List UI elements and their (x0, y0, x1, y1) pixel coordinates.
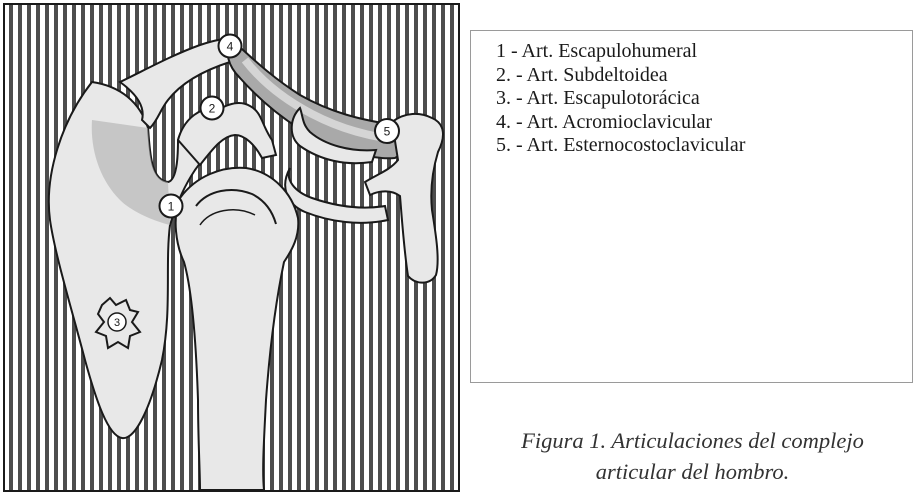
figure-caption: Figura 1. Articulaciones del complejo ar… (470, 425, 915, 487)
joint-marker-3: 3 (108, 313, 126, 331)
svg-text:1: 1 (168, 200, 175, 214)
caption-line-2: articular del hombro. (470, 456, 915, 487)
svg-text:3: 3 (114, 317, 120, 329)
legend-item-subdeltoidea: 2. - Art. Subdeltoidea (496, 64, 745, 88)
legend-box: 1 - Art. Escapulohumeral 2. - Art. Subde… (470, 30, 913, 383)
legend-item-esternocostoclavicular: 5. - Art. Esternocostoclavicular (496, 134, 745, 158)
legend-item-acromioclavicular: 4. - Art. Acromioclavicular (496, 111, 745, 135)
joint-marker-1: 1 (160, 195, 183, 218)
svg-text:4: 4 (227, 40, 234, 54)
joint-marker-4: 4 (219, 35, 242, 58)
joint-marker-5: 5 (375, 119, 399, 143)
svg-text:2: 2 (209, 102, 216, 116)
joint-marker-2: 2 (201, 97, 224, 120)
legend-item-escapulotoracica: 3. - Art. Escapulotorácica (496, 87, 745, 111)
legend-item-escapulohumeral: 1 - Art. Escapulohumeral (496, 40, 745, 64)
svg-text:5: 5 (384, 125, 391, 139)
shoulder-joint-diagram: 1 2 3 4 5 (0, 0, 463, 495)
legend-list: 1 - Art. Escapulohumeral 2. - Art. Subde… (496, 40, 745, 158)
caption-line-1: Figura 1. Articulaciones del complejo (470, 425, 915, 456)
